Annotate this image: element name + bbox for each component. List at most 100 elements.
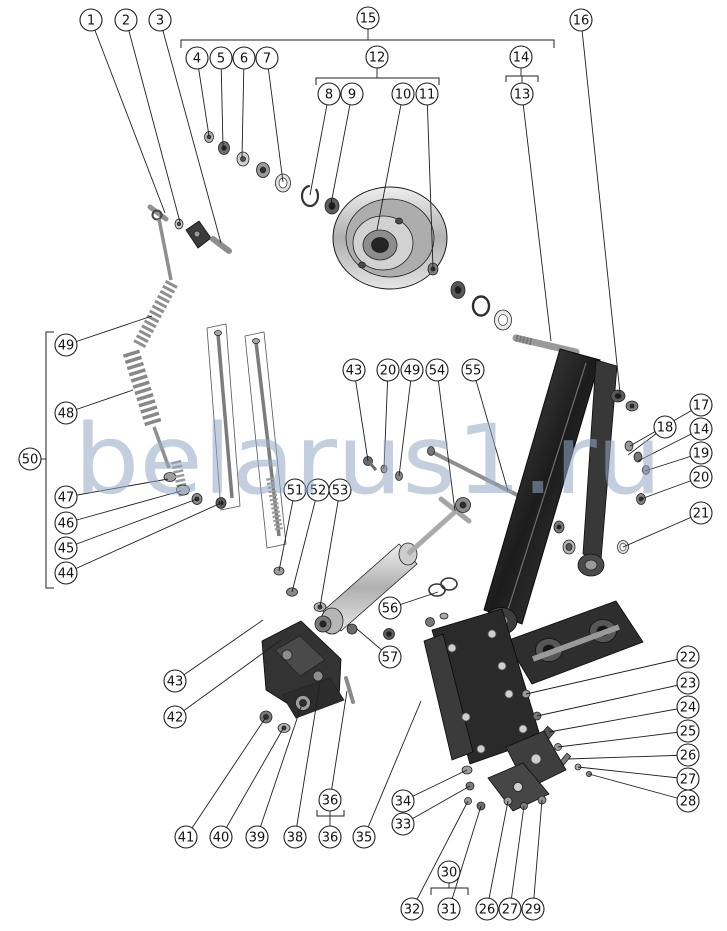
svg-text:29: 29 bbox=[525, 903, 542, 918]
svg-text:38: 38 bbox=[287, 831, 304, 846]
callout-33: 33 bbox=[391, 812, 415, 836]
callout-56: 56 bbox=[378, 596, 402, 620]
watermark: belarus1.ru bbox=[74, 404, 662, 516]
callout-44: 44 bbox=[54, 561, 78, 585]
hydraulic-cylinder bbox=[314, 497, 471, 640]
callout-47: 47 bbox=[54, 485, 78, 509]
svg-text:39: 39 bbox=[249, 831, 266, 846]
svg-text:9: 9 bbox=[348, 88, 356, 103]
svg-text:48: 48 bbox=[58, 407, 75, 422]
svg-text:55: 55 bbox=[465, 364, 482, 379]
svg-text:53: 53 bbox=[332, 484, 349, 499]
svg-text:4: 4 bbox=[193, 52, 201, 67]
callout-25: 25 bbox=[676, 719, 700, 743]
callout-2: 2 bbox=[114, 8, 138, 32]
callout-30: 30 bbox=[437, 860, 461, 884]
callout-26: 26 bbox=[676, 743, 700, 767]
callout-16: 16 bbox=[569, 8, 593, 32]
callout-50: 50 bbox=[18, 447, 42, 471]
bearing-washers-right-of-pulley bbox=[427, 262, 512, 331]
svg-text:36: 36 bbox=[322, 831, 339, 846]
svg-text:10: 10 bbox=[395, 88, 412, 103]
callout-57: 57 bbox=[378, 645, 402, 669]
callout-13: 13 bbox=[510, 82, 534, 106]
svg-text:19: 19 bbox=[693, 447, 710, 462]
callout-45: 45 bbox=[54, 536, 78, 560]
svg-text:21: 21 bbox=[693, 507, 710, 522]
callout-12: 12 bbox=[365, 45, 389, 69]
callout-35: 35 bbox=[352, 825, 376, 849]
callout-53: 53 bbox=[328, 478, 352, 502]
callout-11: 11 bbox=[415, 82, 439, 106]
callout-34: 34 bbox=[391, 789, 415, 813]
callout-7: 7 bbox=[255, 46, 279, 70]
pin-and-clevis-top-left bbox=[147, 204, 232, 254]
callout-41: 41 bbox=[174, 825, 198, 849]
exploded-view-drawing bbox=[122, 131, 650, 812]
svg-text:15: 15 bbox=[360, 12, 377, 27]
svg-text:56: 56 bbox=[382, 602, 399, 617]
svg-text:43: 43 bbox=[167, 675, 184, 690]
callout-8: 8 bbox=[317, 82, 341, 106]
callout-55: 55 bbox=[461, 358, 485, 382]
svg-text:17: 17 bbox=[693, 399, 710, 414]
svg-text:11: 11 bbox=[419, 88, 436, 103]
callout-6: 6 bbox=[232, 46, 256, 70]
callout-15: 15 bbox=[356, 6, 380, 30]
callout-21: 21 bbox=[689, 501, 713, 525]
svg-text:49: 49 bbox=[58, 339, 75, 354]
callout-24: 24 bbox=[676, 695, 700, 719]
spring-assembly-left bbox=[122, 209, 227, 509]
svg-text:24: 24 bbox=[680, 701, 697, 716]
svg-text:1: 1 bbox=[87, 14, 95, 29]
callout-40: 40 bbox=[209, 825, 233, 849]
svg-text:44: 44 bbox=[58, 567, 75, 582]
callout-31: 31 bbox=[437, 897, 461, 921]
callout-32: 32 bbox=[400, 897, 424, 921]
svg-text:51: 51 bbox=[287, 484, 304, 499]
svg-text:40: 40 bbox=[213, 831, 230, 846]
lever-weldment bbox=[483, 334, 644, 685]
snap-ring-and-nut bbox=[300, 184, 340, 215]
svg-text:5: 5 bbox=[217, 52, 225, 67]
svg-text:47: 47 bbox=[58, 491, 75, 506]
callout-42: 42 bbox=[163, 705, 187, 729]
svg-text:3: 3 bbox=[156, 14, 164, 29]
callout-54: 54 bbox=[425, 358, 449, 382]
callout-51: 51 bbox=[283, 478, 307, 502]
svg-text:14: 14 bbox=[693, 423, 710, 438]
svg-text:13: 13 bbox=[514, 88, 531, 103]
svg-text:14: 14 bbox=[513, 51, 530, 66]
svg-text:20: 20 bbox=[693, 471, 710, 486]
svg-text:45: 45 bbox=[58, 542, 75, 557]
callout-29: 29 bbox=[521, 897, 545, 921]
callout-39: 39 bbox=[245, 825, 269, 849]
svg-text:26: 26 bbox=[680, 749, 697, 764]
svg-text:43: 43 bbox=[346, 364, 363, 379]
svg-text:41: 41 bbox=[178, 831, 195, 846]
svg-text:12: 12 bbox=[369, 51, 386, 66]
svg-text:18: 18 bbox=[657, 421, 674, 436]
svg-text:32: 32 bbox=[404, 903, 421, 918]
svg-text:36: 36 bbox=[322, 794, 339, 809]
callout-9: 9 bbox=[340, 82, 364, 106]
callout-20: 20 bbox=[376, 358, 400, 382]
svg-text:52: 52 bbox=[310, 484, 327, 499]
callout-18: 18 bbox=[653, 415, 677, 439]
callout-10: 10 bbox=[391, 82, 415, 106]
callout-14: 14 bbox=[689, 417, 713, 441]
callout-1: 1 bbox=[79, 8, 103, 32]
svg-text:26: 26 bbox=[479, 903, 496, 918]
svg-text:23: 23 bbox=[680, 677, 697, 692]
callout-3: 3 bbox=[148, 8, 172, 32]
callout-27: 27 bbox=[498, 897, 522, 921]
svg-text:16: 16 bbox=[573, 14, 590, 29]
callout-14: 14 bbox=[509, 45, 533, 69]
callout-36: 36 bbox=[318, 825, 342, 849]
washer-stack-upper bbox=[204, 131, 291, 193]
svg-text:35: 35 bbox=[356, 831, 373, 846]
svg-text:30: 30 bbox=[441, 866, 458, 881]
callout-22: 22 bbox=[676, 645, 700, 669]
